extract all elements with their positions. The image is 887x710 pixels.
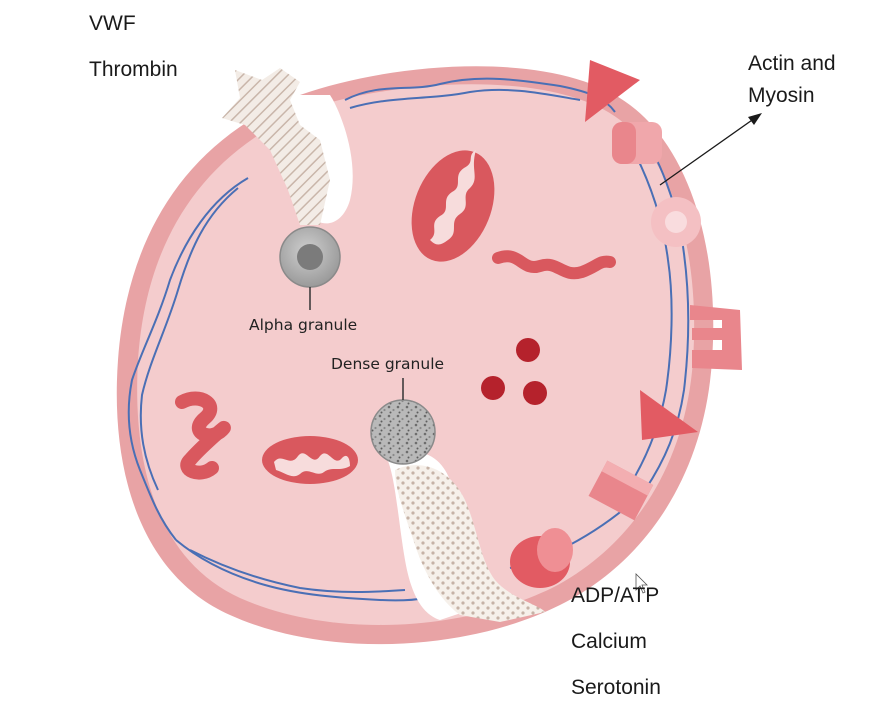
actin-arrow-head — [748, 113, 762, 125]
receptor-ring-hole — [665, 211, 687, 233]
dense-granule-release — [385, 451, 545, 622]
mitochondrion-top-cristae — [430, 150, 476, 245]
cursor-icon — [635, 573, 648, 594]
label-vwf: VWF — [89, 12, 136, 35]
actin-arrow — [659, 113, 762, 186]
alpha-granule — [279, 226, 341, 310]
granule-dot-1 — [516, 338, 540, 362]
granule-dot-3 — [523, 381, 547, 405]
receptor-box-right — [588, 460, 654, 521]
label-thrombin: Thrombin — [89, 58, 178, 81]
dense-granule — [370, 378, 436, 465]
squiggle-right — [492, 250, 616, 280]
label-calcium: Calcium — [571, 630, 647, 653]
alpha-granule-release — [222, 68, 353, 225]
actin-arrow-line — [659, 117, 756, 186]
squiggle-organelles — [175, 250, 616, 480]
microtubule-right — [639, 129, 690, 491]
label-myosin: Myosin — [748, 84, 815, 107]
receptor-cylinder-bottom-face — [537, 528, 573, 572]
microtubule-top-inner — [349, 88, 581, 109]
cytoplasm — [137, 84, 695, 625]
dense-contents — [395, 465, 545, 622]
receptor-box-right-top — [601, 460, 654, 496]
mitochondria — [262, 150, 495, 484]
alpha-granule-core — [297, 244, 323, 270]
receptor-triangle-right — [640, 390, 698, 440]
microtubule-left-inner — [139, 187, 239, 491]
vwf-molecule — [222, 68, 330, 225]
microtubule-bottom — [175, 539, 426, 602]
label-serotonin: Serotonin — [571, 676, 661, 699]
mitochondrion-bottom-cristae — [274, 453, 350, 477]
membrane-receptors — [510, 60, 742, 588]
label-actin: Actin and — [748, 52, 836, 75]
label-alpha-granule: Alpha granule — [249, 316, 358, 334]
receptor-cylinder-top-face — [612, 122, 636, 164]
receptor-triangle-top — [585, 60, 640, 122]
microtubule-left — [127, 177, 249, 541]
microtubule-bottom-inner — [189, 549, 406, 593]
dense-granule-body — [370, 399, 436, 465]
label-dense-granule: Dense granule — [331, 355, 445, 373]
squiggle-left — [175, 391, 231, 480]
receptor-e-shape — [690, 305, 742, 370]
granule-dot-2 — [481, 376, 505, 400]
platelet-cell — [116, 66, 714, 645]
label-adp-atp: ADP/ATP — [571, 584, 660, 607]
microtubule-top — [344, 77, 616, 113]
granule-dots — [481, 338, 547, 405]
